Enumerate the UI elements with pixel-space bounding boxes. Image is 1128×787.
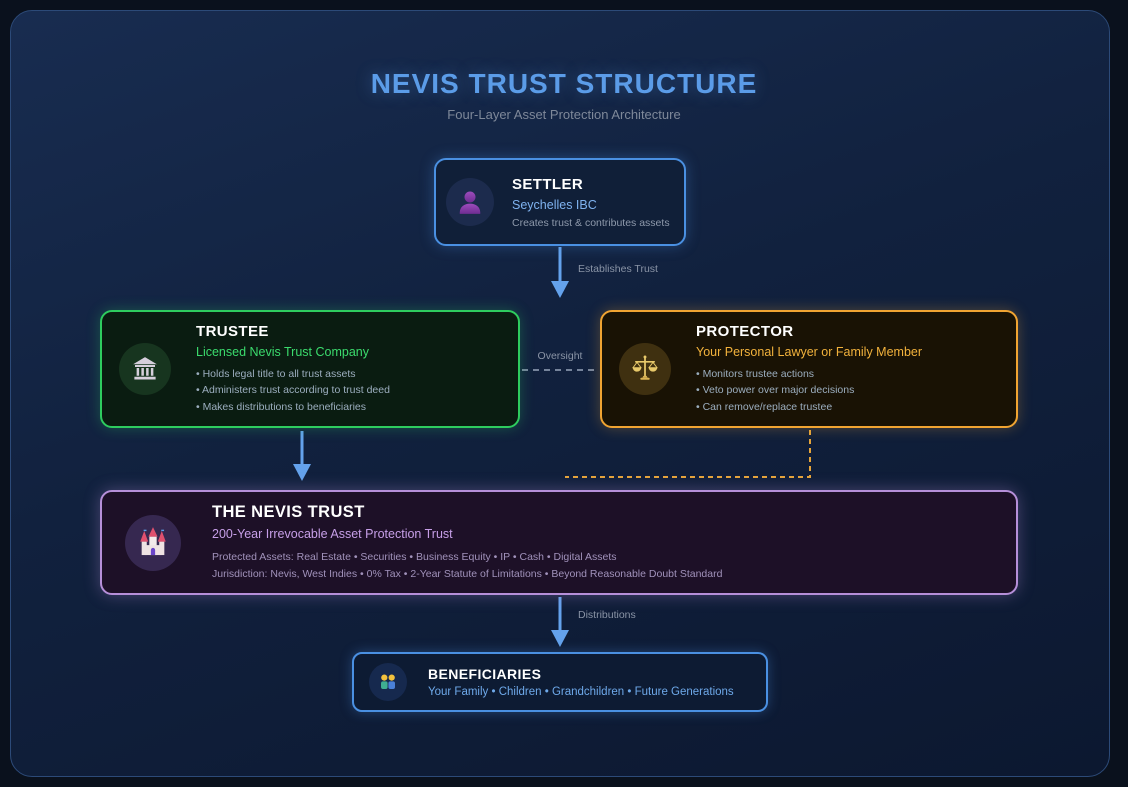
family-icon (369, 663, 407, 701)
protector-subtitle: Your Personal Lawyer or Family Member (696, 344, 923, 359)
trustee-bullet: • Holds legal title to all trust assets (196, 367, 356, 380)
trustee-bullet: • Makes distributions to beneficiaries (196, 400, 367, 413)
protector-bullets: • Monitors trustee actions • Veto power … (696, 366, 922, 416)
person-icon (446, 178, 494, 226)
beneficiaries-title: BENEFICIARIES (428, 666, 542, 682)
protector-card: PROTECTOR Your Personal Lawyer or Family… (600, 310, 1018, 428)
castle-icon (125, 514, 181, 571)
trustee-bullets: • Holds legal title to all trust assets … (196, 366, 390, 416)
establishes-trust-label: Establishes Trust (578, 263, 658, 275)
trustee-bullet: • Administers trust according to trust d… (196, 384, 390, 397)
trustee-card: TRUSTEE Licensed Nevis Trust Company • H… (100, 310, 520, 428)
page-subtitle: Four-Layer Asset Protection Architecture (447, 107, 681, 122)
page-title: NEVIS TRUST STRUCTURE (370, 68, 758, 99)
protector-bullet: • Veto power over major decisions (696, 384, 855, 397)
bank-icon (119, 343, 171, 395)
settler-title: SETTLER (512, 175, 584, 193)
beneficiaries-subtitle: Your Family • Children • Grandchildren •… (428, 686, 734, 698)
trustee-subtitle: Licensed Nevis Trust Company (196, 344, 369, 359)
protector-bullet: • Can remove/replace trustee (696, 400, 833, 413)
trustee-title: TRUSTEE (196, 322, 269, 340)
jurisdiction-line: Jurisdiction: Nevis, West Indies • 0% Ta… (212, 567, 723, 580)
oversight-label: Oversight (537, 350, 583, 362)
settler-card: SETTLER Seychelles IBC Creates trust & c… (434, 158, 686, 246)
protector-title: PROTECTOR (696, 322, 794, 340)
nevis-trust-card: THE NEVIS TRUST 200-Year Irrevocable Ass… (100, 490, 1018, 595)
protector-bullet: • Monitors trustee actions (696, 367, 815, 380)
nevis-trust-subtitle: 200-Year Irrevocable Asset Protection Tr… (212, 526, 453, 541)
beneficiaries-card: BENEFICIARIES Your Family • Children • G… (352, 652, 768, 712)
settler-subtitle: Seychelles IBC (512, 197, 597, 212)
nevis-trust-title: THE NEVIS TRUST (212, 502, 365, 521)
settler-description: Creates trust & contributes assets (512, 216, 670, 229)
scales-icon (619, 343, 671, 395)
distributions-label: Distributions (578, 609, 636, 621)
protected-assets-line: Protected Assets: Real Estate • Securiti… (212, 550, 617, 563)
